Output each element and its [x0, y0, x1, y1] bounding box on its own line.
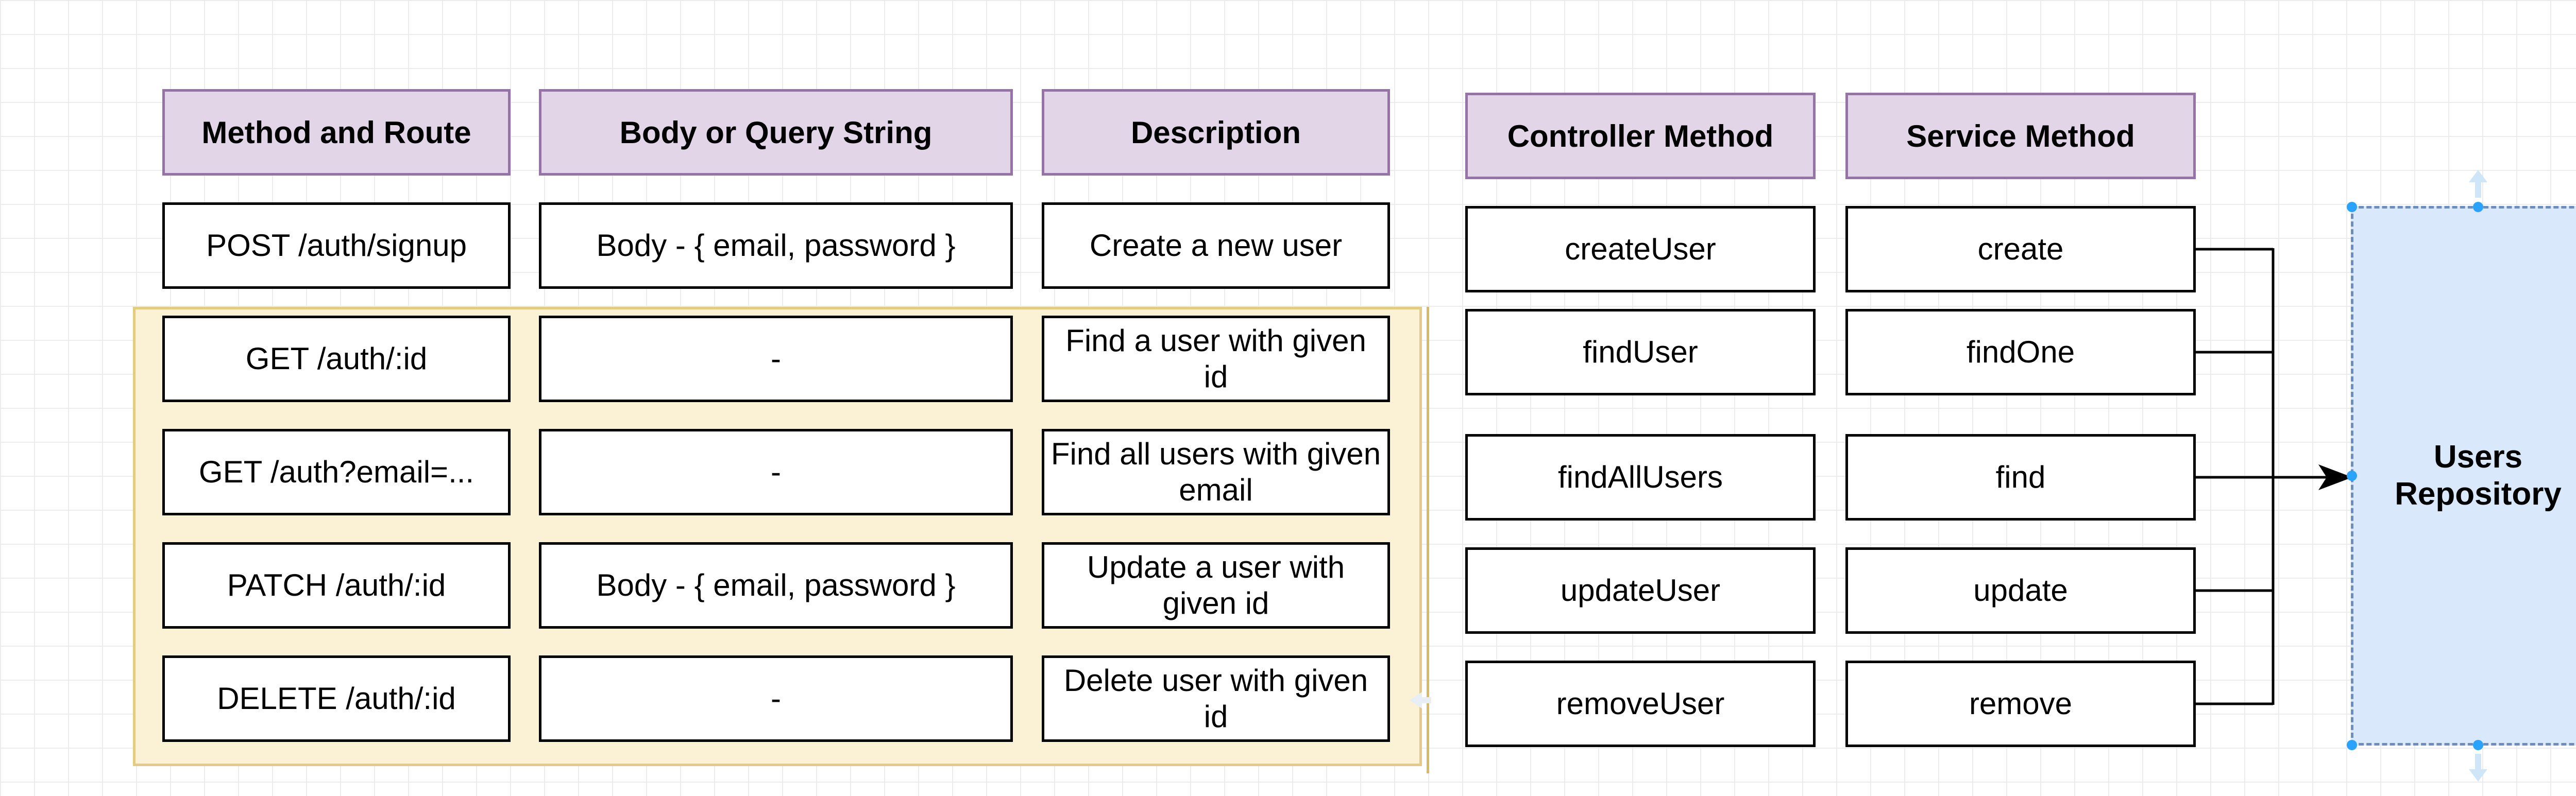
service-method-cell[interactable]: create	[1845, 206, 2196, 292]
body-cell[interactable]: Body - { email, password }	[539, 202, 1013, 289]
body-cell[interactable]: -	[539, 655, 1013, 742]
route-cell[interactable]: GET /auth?email=...	[162, 429, 511, 515]
route-cell[interactable]: DELETE /auth/:id	[162, 655, 511, 742]
body-cell[interactable]: Body - { email, password }	[539, 542, 1013, 629]
controller-method-cell[interactable]: findUser	[1465, 309, 1816, 395]
controller-method-cell[interactable]: createUser	[1465, 206, 1816, 292]
header-service-method[interactable]: Service Method	[1845, 93, 2196, 179]
description-cell[interactable]: Find a user with given id	[1042, 316, 1390, 402]
arrow-hint-icon[interactable]	[2467, 753, 2489, 784]
service-method-cell[interactable]: find	[1845, 434, 2196, 521]
route-cell[interactable]: POST /auth/signup	[162, 202, 511, 289]
selection-handle[interactable]	[2347, 471, 2357, 481]
highlight-group-edge	[1426, 307, 1429, 773]
header-description[interactable]: Description	[1042, 89, 1390, 176]
selection-handle[interactable]	[2347, 740, 2357, 750]
arrow-hint-icon[interactable]	[1408, 690, 1432, 711]
controller-method-cell[interactable]: updateUser	[1465, 547, 1816, 634]
header-body-query[interactable]: Body or Query String	[539, 89, 1013, 176]
header-method-route[interactable]: Method and Route	[162, 89, 511, 176]
users-repository[interactable]: Users Repository	[2351, 206, 2576, 746]
selection-handle[interactable]	[2473, 740, 2483, 750]
route-cell[interactable]: PATCH /auth/:id	[162, 542, 511, 629]
route-cell[interactable]: GET /auth/:id	[162, 316, 511, 402]
selection-handle[interactable]	[2347, 202, 2357, 212]
body-cell[interactable]: -	[539, 316, 1013, 402]
description-cell[interactable]: Create a new user	[1042, 202, 1390, 289]
service-method-cell[interactable]: remove	[1845, 661, 2196, 747]
service-method-cell[interactable]: findOne	[1845, 309, 2196, 395]
description-cell[interactable]: Update a user with given id	[1042, 542, 1390, 629]
arrowhead-icon	[2318, 464, 2352, 490]
controller-method-cell[interactable]: findAllUsers	[1465, 434, 1816, 521]
description-cell[interactable]: Find all users with given email	[1042, 429, 1390, 515]
controller-method-cell[interactable]: removeUser	[1465, 661, 1816, 747]
service-method-cell[interactable]: update	[1845, 547, 2196, 634]
selection-handle[interactable]	[2473, 202, 2483, 212]
arrow-hint-icon[interactable]	[2467, 168, 2489, 199]
header-controller-method[interactable]: Controller Method	[1465, 93, 1816, 179]
body-cell[interactable]: -	[539, 429, 1013, 515]
description-cell[interactable]: Delete user with given id	[1042, 655, 1390, 742]
